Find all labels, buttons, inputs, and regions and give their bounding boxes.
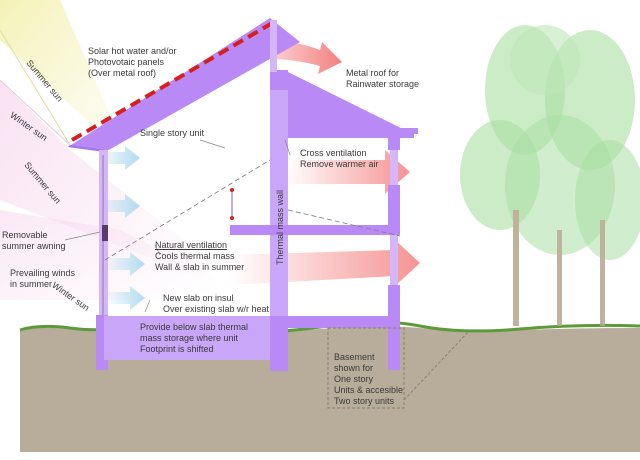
label-natural-ventilation: Natural ventilation Cools thermal mass W… [155, 240, 245, 272]
label-cross-ventilation: Cross ventilation Remove warmer air [300, 148, 379, 169]
leader-lines [64, 139, 291, 313]
basement-outline [327, 327, 471, 409]
label-prevailing-winds: Prevailing winds in summer [10, 268, 76, 289]
label-basement: Basement shown for One story Units & acc… [334, 352, 404, 406]
building-structure [68, 18, 418, 371]
wind-arrows [100, 146, 145, 310]
label-metal-roof: Metal roof for Rainwater storage [346, 68, 420, 89]
label-below-slab: Provide below slab thermal mass storage … [140, 322, 249, 354]
label-thermal-mass-wall: Thermal mass wall [275, 189, 285, 265]
thermostat [230, 188, 234, 220]
trees [460, 25, 640, 326]
awning [102, 225, 108, 241]
label-new-slab: New slab on insul Over existing slab w/r… [163, 293, 270, 314]
label-single-story: Single story unit [140, 128, 205, 138]
label-removable-awning: Removable summer awning [2, 230, 66, 251]
label-solar-panels: Solar hot water and/or Photovotaic panel… [88, 46, 177, 78]
dashed-sightlines [104, 159, 401, 261]
